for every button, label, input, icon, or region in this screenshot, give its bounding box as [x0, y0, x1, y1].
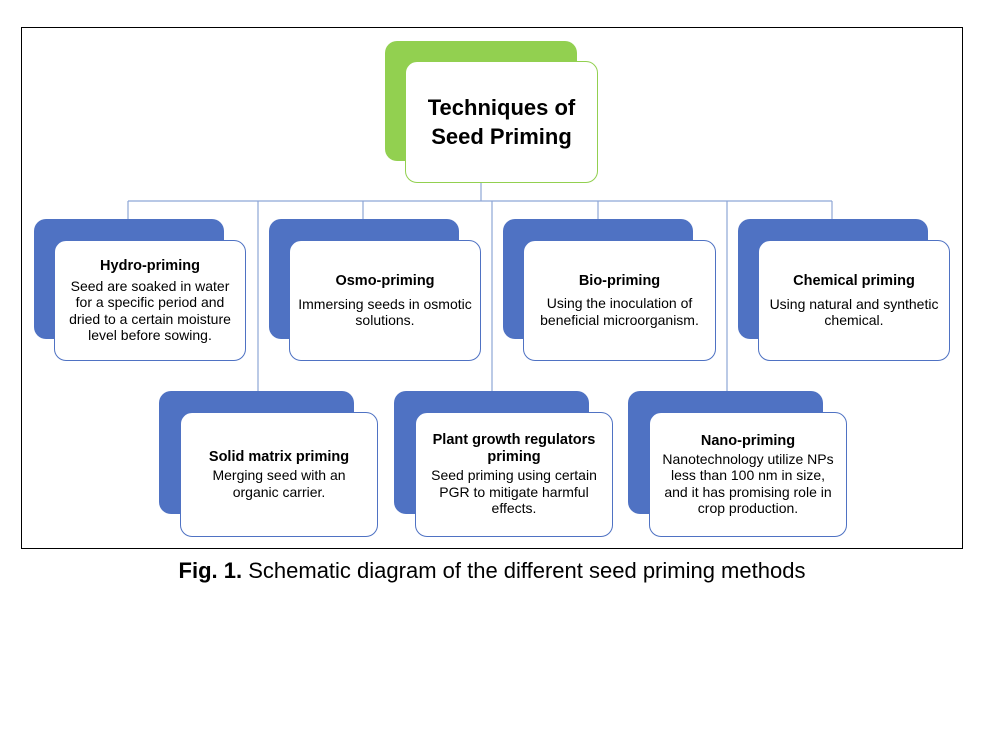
- pgr-priming-description: Seed priming using certain PGR to mitiga…: [431, 467, 597, 517]
- solid-matrix-priming-description: Merging seed with an organic carrier.: [212, 467, 346, 500]
- solid-matrix-priming-node: Solid matrix priming Merging seed with a…: [180, 412, 378, 537]
- root-node: Techniques of Seed Priming: [405, 61, 598, 183]
- hydro-priming-node: Hydro-priming Seed are soaked in water f…: [54, 240, 246, 361]
- root-title-line1: Techniques of: [427, 95, 576, 120]
- figure-caption-text: Schematic diagram of the different seed …: [242, 558, 806, 583]
- chemical-priming-description: Using natural and synthetic chemical.: [769, 295, 939, 329]
- nano-priming-description: Nanotechnology utilize NPs less than 100…: [662, 450, 834, 517]
- bio-priming-title: Bio-priming: [578, 273, 661, 289]
- solid-matrix-priming-title: Solid matrix priming: [208, 449, 350, 465]
- nano-priming-node: Nano-priming Nanotechnology utilize NPs …: [649, 412, 847, 537]
- osmo-priming-description: Immersing seeds in osmotic solutions.: [298, 295, 472, 329]
- nano-priming-title: Nano-priming: [700, 432, 796, 449]
- pgr-priming-title: Plant growth regulators priming: [432, 432, 596, 466]
- root-title-line2: Seed Priming: [431, 124, 572, 149]
- diagram-frame: [21, 27, 963, 549]
- chemical-priming-node: Chemical priming Using natural and synth…: [758, 240, 950, 361]
- osmo-priming-node: Osmo-priming Immersing seeds in osmotic …: [289, 240, 481, 361]
- hydro-priming-title: Hydro-priming: [100, 257, 200, 274]
- chemical-priming-title: Chemical priming: [793, 272, 915, 289]
- root-title: Techniques of Seed Priming: [428, 93, 576, 151]
- figure-caption: Fig. 1. Schematic diagram of the differe…: [0, 556, 984, 586]
- bio-priming-description: Using the inoculation of beneficial micr…: [540, 295, 699, 328]
- bio-priming-node: Bio-priming Using the inoculation of ben…: [523, 240, 716, 361]
- osmo-priming-title: Osmo-priming: [335, 272, 435, 289]
- hydro-priming-description: Seed are soaked in water for a specific …: [69, 277, 231, 344]
- figure-caption-label: Fig. 1.: [178, 558, 243, 583]
- pgr-priming-node: Plant growth regulators priming Seed pri…: [415, 412, 613, 537]
